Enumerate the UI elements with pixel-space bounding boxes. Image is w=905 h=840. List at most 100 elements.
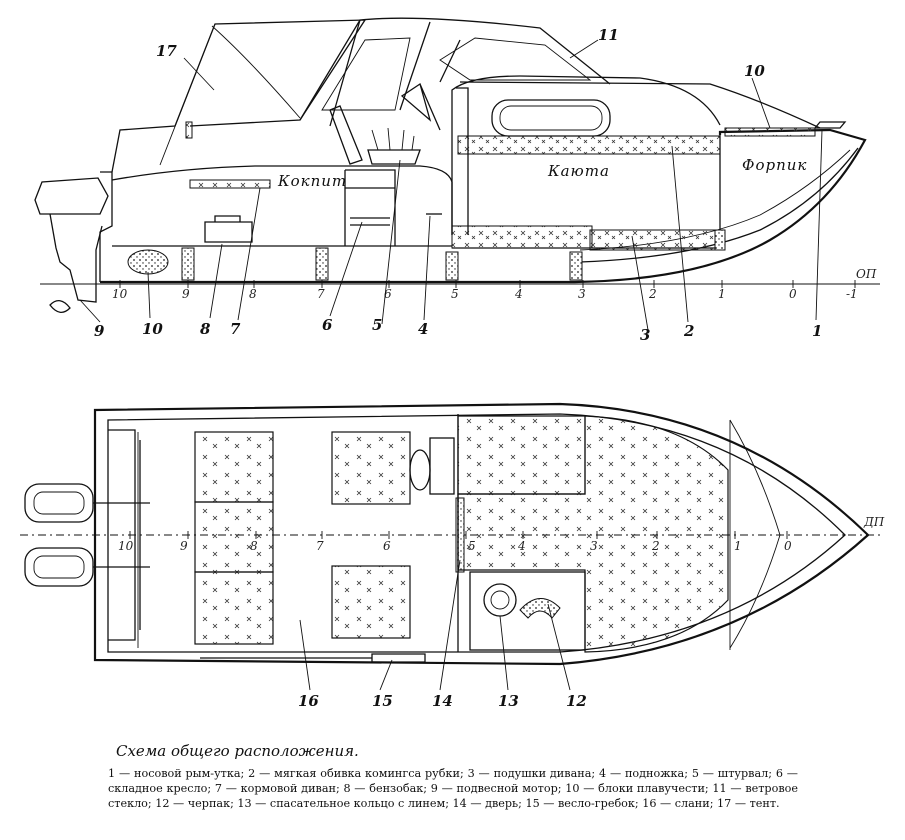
callout-12: 12 — [566, 692, 587, 710]
plan-frame-10: 10 — [118, 539, 134, 553]
motor-propeller — [49, 300, 71, 313]
flotation-block-3 — [445, 251, 459, 281]
awning — [111, 19, 367, 173]
side-frame-3: 3 — [578, 287, 586, 301]
flotation-block-5 — [714, 229, 726, 251]
plan-frame-2: 2 — [651, 539, 660, 553]
plan-frame-5: 5 — [468, 539, 476, 553]
callout-1: 1 — [812, 322, 822, 340]
forward-berth-cushion — [589, 229, 721, 251]
callout-5: 5 — [372, 316, 382, 334]
lifebuoy — [483, 583, 517, 617]
side-frame-2: 2 — [648, 287, 657, 301]
coaming-padding — [457, 135, 721, 155]
flotation-block-stern — [127, 249, 169, 275]
steering-wheel — [409, 449, 431, 491]
callout-6: 6 — [322, 316, 333, 334]
side-view: 10 9 8 7 6 5 4 3 2 1 0 -1 ОП Кокпит Кают… — [34, 17, 880, 344]
callout-10: 10 — [142, 320, 163, 338]
cabin-outline — [451, 75, 721, 235]
boat-general-arrangement-drawing: 10 9 8 7 6 5 4 3 2 1 0 -1 ОП Кокпит Кают… — [20, 17, 885, 710]
callout-16: 16 — [298, 692, 319, 710]
plan-frame-3: 3 — [590, 539, 598, 553]
outboard-motor-top-2 — [24, 547, 94, 587]
plan-frame-0: 0 — [784, 539, 792, 553]
stern-seat-cushion — [189, 179, 271, 189]
cabin-roof-line — [459, 81, 821, 129]
callout-7: 7 — [230, 320, 241, 338]
side-frame-ticks — [119, 280, 856, 288]
paddle-oar — [200, 653, 426, 663]
plan-frame-8: 8 — [250, 539, 258, 553]
plan-frame-ticks — [129, 531, 788, 539]
helm-console — [429, 437, 455, 495]
outboard-motor-top-2-inner — [33, 555, 85, 579]
bailer — [519, 598, 561, 619]
side-frame-10: 10 — [112, 287, 128, 301]
windshield-glass-1 — [321, 37, 411, 111]
fuel-tank — [204, 215, 253, 243]
windshield-frame — [299, 17, 611, 121]
side-frame-7: 7 — [317, 287, 325, 301]
stern-seat-cushion-3 — [194, 571, 274, 645]
plan-leader-lines — [299, 559, 571, 691]
plan-frame-7: 7 — [316, 539, 324, 553]
baseline-label: ОП — [856, 267, 877, 281]
plan-frame-4: 4 — [517, 539, 526, 553]
cabin-top-post — [456, 87, 469, 235]
side-leader-lines — [79, 39, 823, 331]
cockpit-label: Кокпит — [277, 172, 347, 190]
hull-chine-line — [579, 147, 859, 263]
side-frame-9: 9 — [182, 287, 190, 301]
cabin-porthole — [491, 99, 611, 137]
callout-15: 15 — [372, 692, 393, 710]
flag — [400, 82, 441, 131]
side-frame-8: 8 — [249, 287, 257, 301]
callout-9: 9 — [94, 322, 105, 340]
side-frame-4: 4 — [514, 287, 523, 301]
cockpit-coaming — [111, 165, 453, 235]
callout-10-forepeak: 10 — [744, 62, 765, 80]
cabin-cushion-forward — [457, 415, 729, 653]
flotation-block-1 — [181, 247, 195, 281]
windshield-glass-2 — [439, 37, 592, 81]
stern-seat-cushion-2 — [194, 501, 274, 573]
awning-bow — [159, 23, 301, 166]
caption-legend: 1 — носовой рым-утка; 2 — мягкая обивка … — [108, 767, 798, 810]
stern-seat-cushion-1 — [194, 431, 274, 503]
figure-caption: Схема общего расположения. 1 — носовой р… — [108, 742, 798, 811]
console-levers — [371, 127, 415, 151]
dashboard — [329, 105, 363, 165]
bow-cleat — [813, 121, 847, 129]
deck-line — [729, 419, 781, 650]
centerline-label: ДП — [863, 515, 885, 529]
awning-strap — [185, 121, 193, 139]
outboard-motor-top-1-inner — [33, 491, 85, 515]
flotation-block-2 — [315, 247, 329, 281]
folding-seat-bottom — [331, 565, 411, 639]
forepeak-deck-strip — [724, 127, 816, 137]
folding-seat-top — [331, 431, 411, 505]
hull-side-outline — [100, 128, 867, 284]
plan-frame-1: 1 — [734, 539, 742, 553]
windshield-brace — [329, 19, 461, 127]
plan-frame-9: 9 — [180, 539, 188, 553]
callout-4: 4 — [418, 320, 428, 338]
side-frame-minus1: -1 — [846, 287, 858, 301]
outboard-motor-top-1 — [24, 483, 94, 523]
forepeak-label: Форпик — [742, 156, 807, 174]
callout-14: 14 — [432, 692, 453, 710]
transom — [99, 171, 113, 282]
callout-2: 2 — [683, 322, 694, 340]
callout-17: 17 — [156, 42, 177, 60]
lifebuoy-locker — [469, 571, 586, 651]
folding-seat — [344, 169, 396, 246]
outboard-motor — [34, 177, 109, 303]
cabin-cushion-port — [457, 415, 586, 495]
callout-3: 3 — [640, 326, 650, 344]
callout-8: 8 — [200, 320, 211, 338]
cabin-label: Каюта — [547, 162, 610, 180]
caption-title: Схема общего расположения. — [116, 742, 359, 760]
side-frame-6: 6 — [384, 287, 392, 301]
callout-13: 13 — [498, 692, 519, 710]
